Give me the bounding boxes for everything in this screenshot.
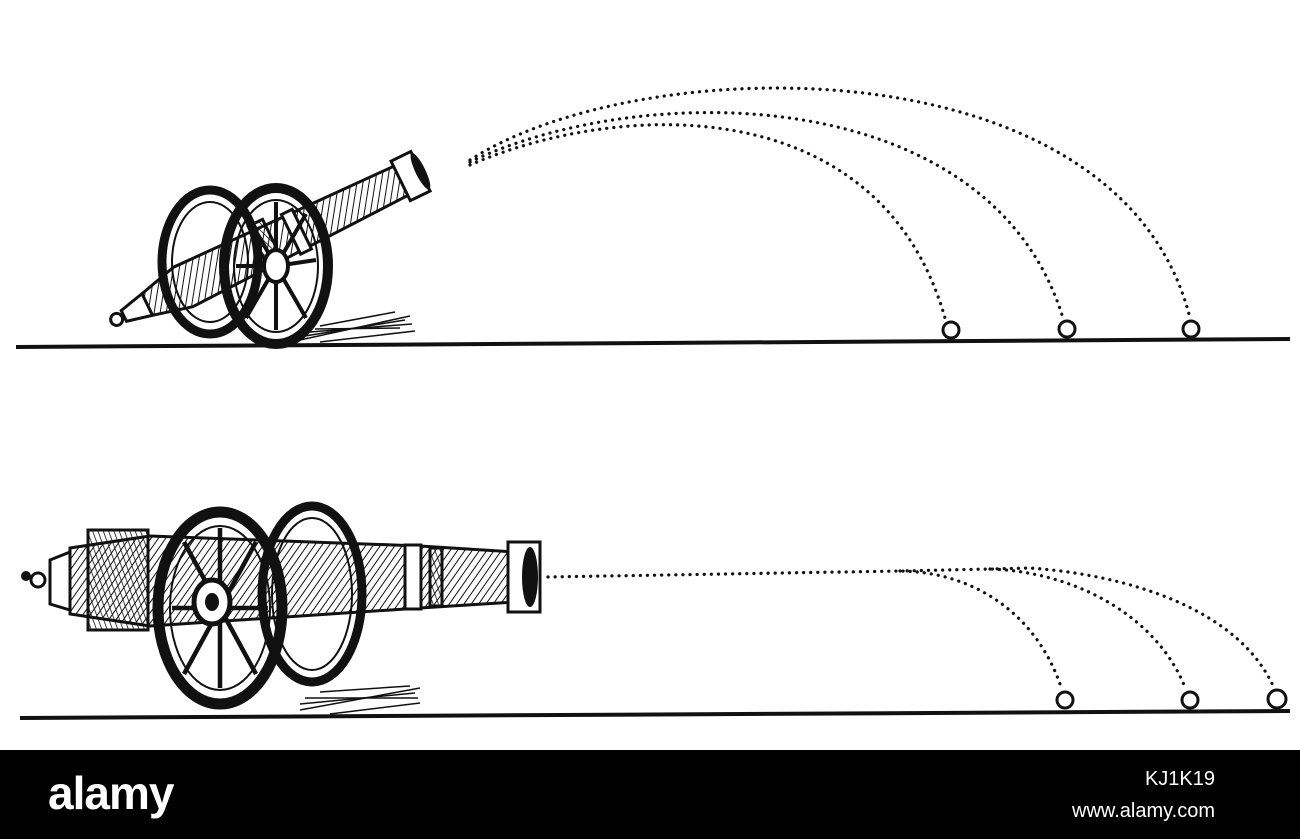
cannonball [1057,319,1077,339]
bottom-cannon [21,501,542,710]
cannonball [941,320,961,340]
top-ground-line [15,337,1291,349]
watermark-footer: alamy KJ1K19 www.alamy.com [0,750,1300,839]
cannonball [1055,690,1075,710]
top-panel [15,86,1291,349]
top-cannon-shadow [299,311,416,343]
cannonball [1180,690,1200,710]
cannonball [1181,319,1201,339]
woodcut-illustration [15,86,1291,720]
bottom-cannonballs [1055,688,1288,710]
bottom-trajectory-short [546,569,1064,692]
bottom-trajectories [546,566,1276,692]
site-url: www.alamy.com [1072,800,1215,822]
bottom-panel [19,501,1291,720]
top-trajectory-medium [468,110,1065,320]
bottom-ground-line [19,709,1291,720]
brand-logo: alamy [48,767,174,819]
top-trajectory-long [468,86,1192,320]
bottom-barrel [21,528,542,632]
cannonball [1266,688,1288,710]
top-cannon [109,149,433,349]
top-barrel [109,149,433,327]
top-front-wheel [219,183,333,349]
bottom-front-wheel [152,506,288,710]
top-cannonballs [941,319,1201,340]
top-trajectories [468,86,1192,320]
image-id: KJ1K19 [1144,768,1215,790]
bottom-trajectory-medium [898,567,1188,692]
top-trajectory-short [468,123,947,320]
bottom-trajectory-long [988,566,1276,690]
bottom-cannon-shadow [299,685,421,715]
